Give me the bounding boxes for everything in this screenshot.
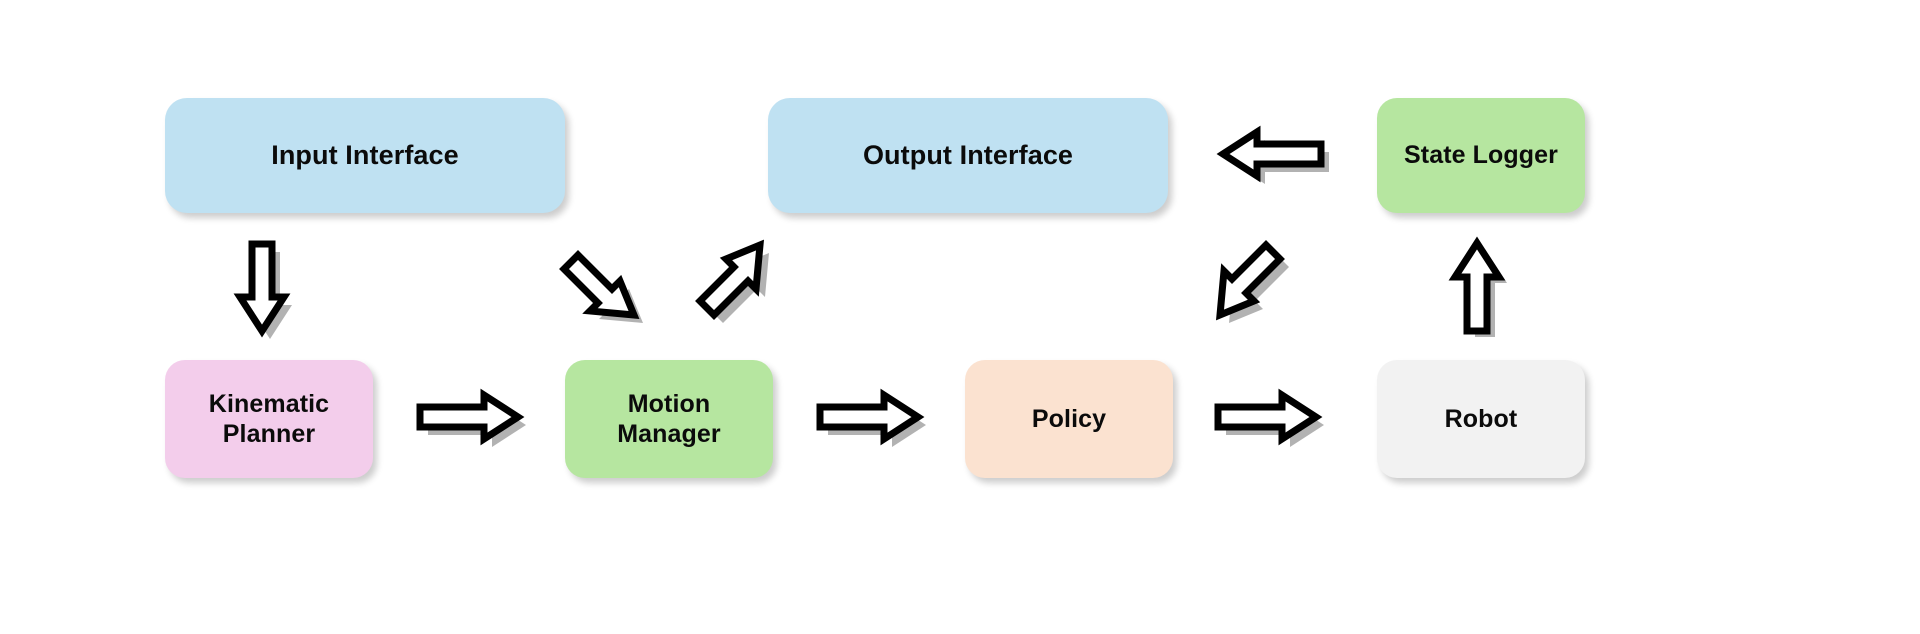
arrow-motion-manager-to-policy[interactable] (816, 388, 930, 447)
node-input-interface[interactable]: Input Interface (165, 98, 565, 213)
arrow-robot-to-state-logger[interactable] (1448, 236, 1511, 339)
node-motion-manager-label: Motion Manager (617, 389, 721, 449)
node-kinematic-planner-label: Kinematic Planner (208, 389, 330, 449)
node-robot-label: Robot (1444, 404, 1518, 433)
arrow-input-interface-to-kinematic-planner[interactable] (233, 240, 296, 339)
arrow-output-interface-to-policy[interactable] (1215, 240, 1300, 325)
node-kinematic-planner[interactable]: Kinematic Planner (165, 360, 373, 478)
node-robot[interactable]: Robot (1377, 360, 1585, 478)
arrow-state-logger-to-output-interface[interactable] (1216, 125, 1329, 184)
node-output-interface-label: Output Interface (862, 140, 1074, 171)
arrow-input-interface-to-motion-manager[interactable] (559, 243, 644, 325)
node-motion-manager[interactable]: Motion Manager (565, 360, 773, 478)
node-policy[interactable]: Policy (965, 360, 1173, 478)
node-output-interface[interactable]: Output Interface (768, 98, 1168, 213)
node-input-interface-label: Input Interface (271, 140, 459, 171)
node-state-logger[interactable]: State Logger (1377, 98, 1585, 213)
arrow-motion-manager-to-output-interface[interactable] (688, 239, 770, 325)
arrow-policy-to-robot[interactable] (1214, 388, 1328, 447)
node-state-logger-label: State Logger (1404, 141, 1558, 170)
arrow-kinematic-planner-to-motion-manager[interactable] (416, 388, 530, 447)
node-policy-label: Policy (1031, 404, 1107, 433)
